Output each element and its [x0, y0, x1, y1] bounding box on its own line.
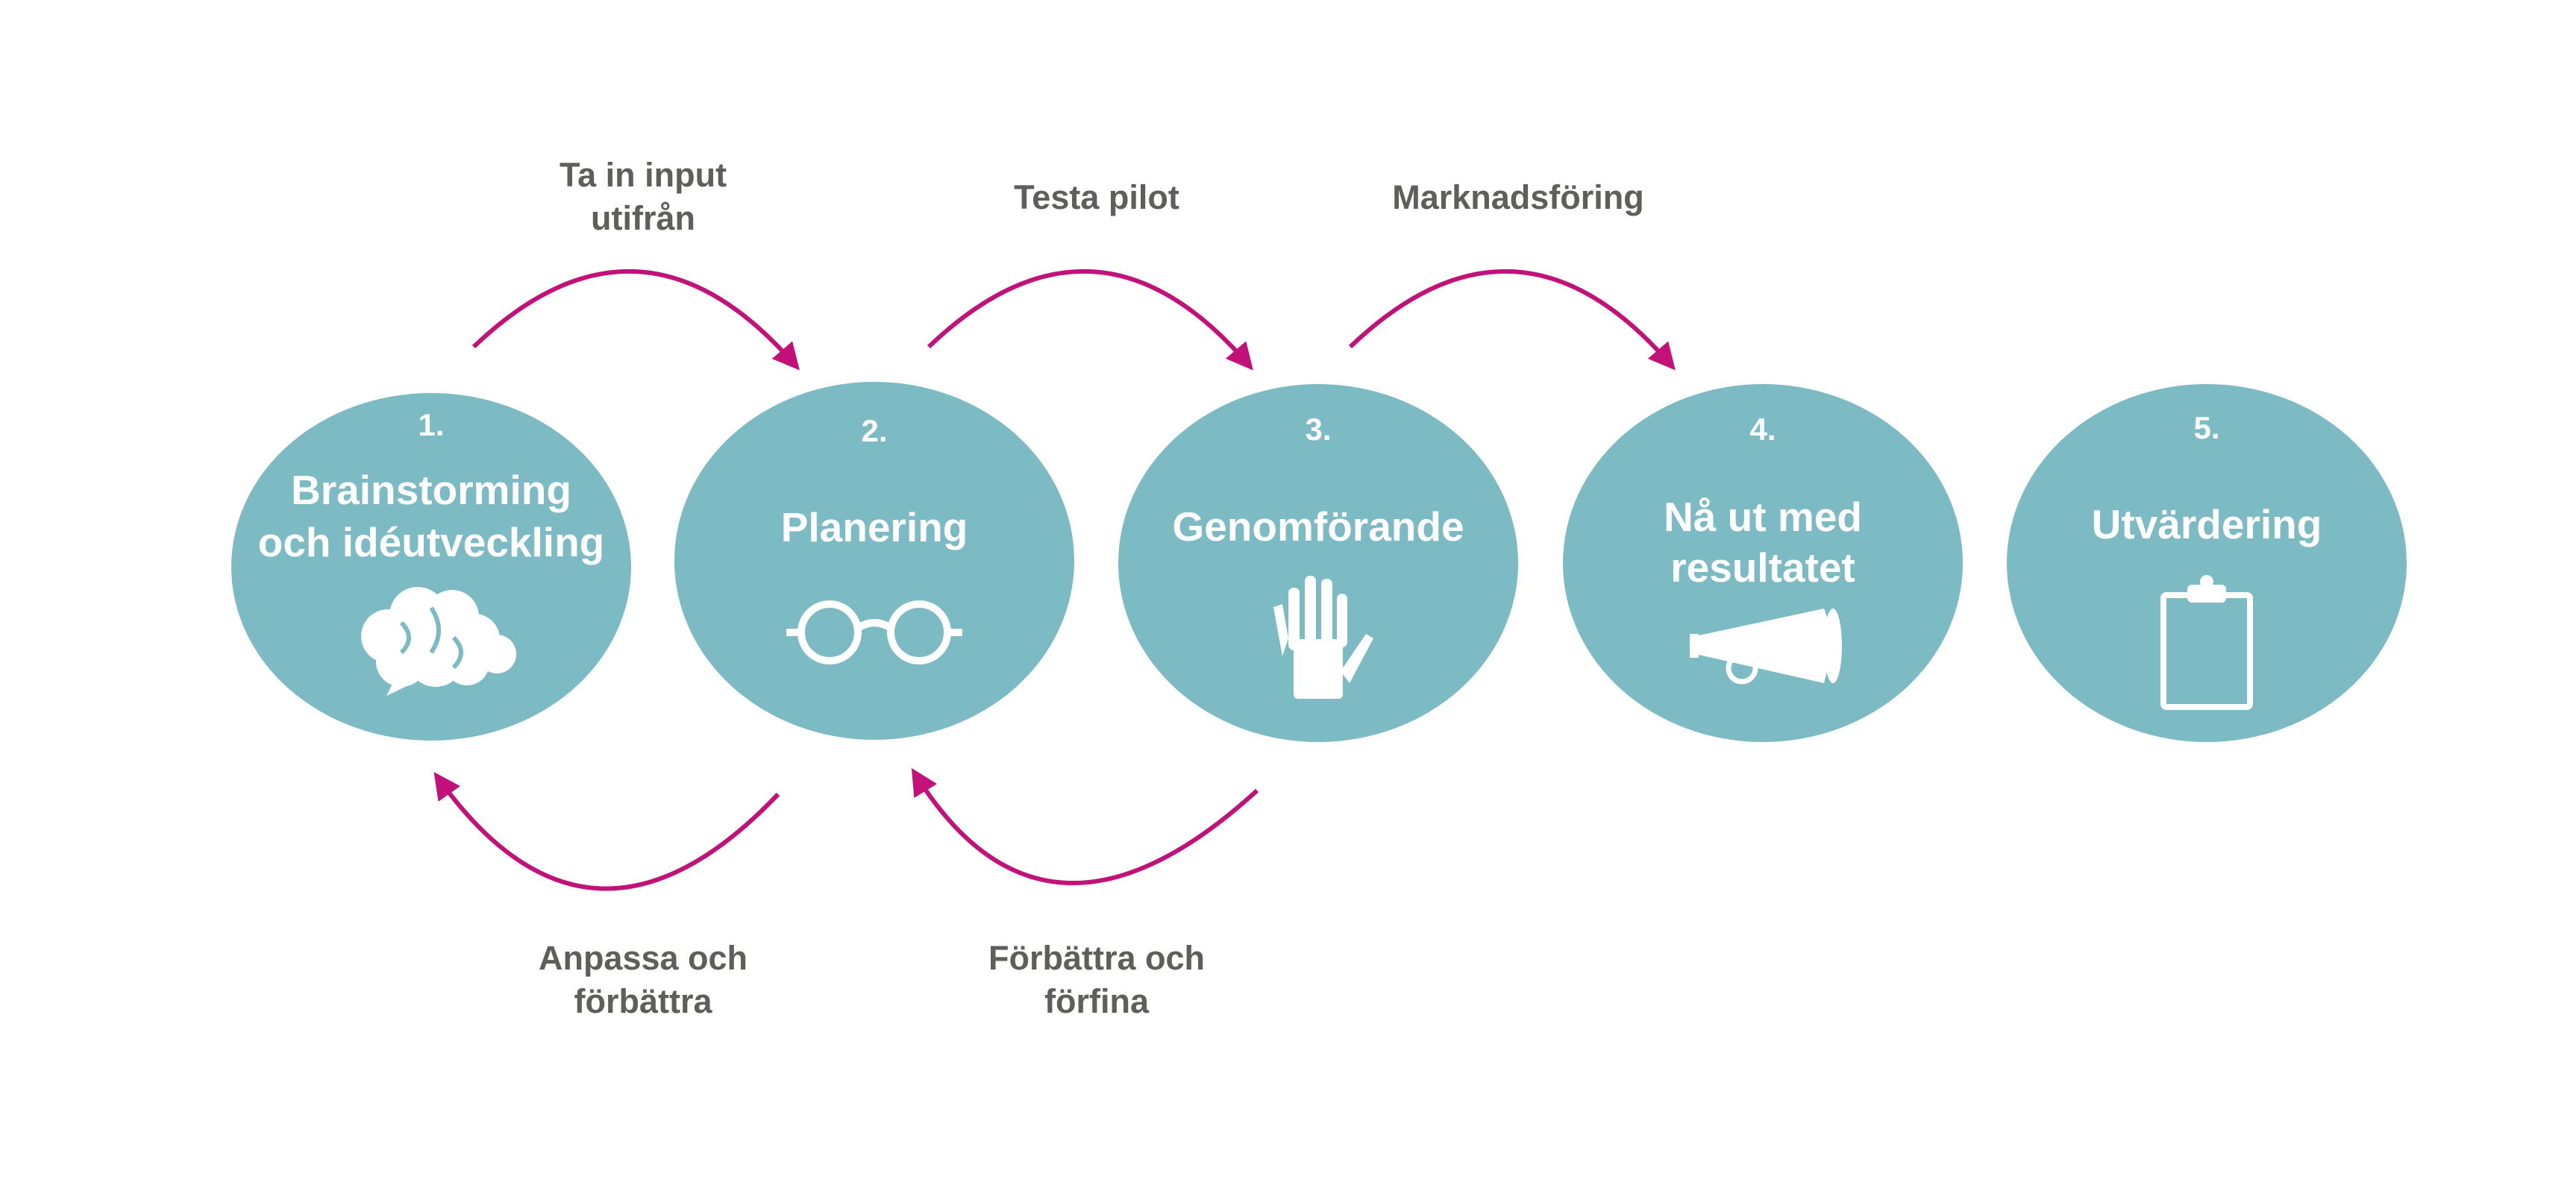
arrow-label-line-1: Förbättra och [988, 939, 1205, 977]
step-title-line-2: och idéutveckling [258, 519, 605, 565]
step-number: 4. [1749, 412, 1776, 447]
step-ellipse [231, 393, 631, 741]
arrow-label-line-2: förbättra [574, 982, 712, 1020]
forward-arrow-1-to-2: Ta in input utifrån [471, 156, 800, 371]
back-arrow-2-to-1: Anpassa och förbättra [433, 772, 780, 1020]
step-node-1: 1. Brainstorming och idéutveckling [231, 393, 631, 741]
step-ellipse [1118, 384, 1518, 742]
step-node-3: 3. Genomförande [1118, 384, 1518, 742]
hand-icon [1273, 576, 1373, 699]
glasses-icon [786, 600, 962, 664]
step-ellipse [674, 382, 1074, 740]
step-node-4: 4. Nå ut med resultatet [1563, 384, 1963, 742]
step-title-line-2: resultatet [1670, 544, 1855, 591]
arrow-label-line-1: Marknadsföring [1392, 178, 1644, 216]
step-number: 3. [1305, 412, 1331, 447]
step-title-line-1: Nå ut med [1664, 494, 1862, 540]
arrow-label-line-1: Ta in input [560, 156, 727, 194]
step-title-line-1: Genomförande [1172, 503, 1464, 550]
forward-arrow-2-to-3: Testa pilot [927, 178, 1253, 371]
arrow-curve [927, 268, 1253, 371]
brain-icon [361, 587, 516, 696]
arrow-label-line-1: Testa pilot [1014, 178, 1179, 216]
arrow-label-line-1: Anpassa och [539, 939, 748, 977]
forward-arrow-3-to-4: Marknadsföring [1348, 178, 1676, 371]
megaphone-icon [1690, 609, 1842, 685]
step-ellipse [2007, 384, 2407, 742]
step-number: 2. [861, 413, 887, 448]
step-ellipse [1563, 384, 1963, 742]
step-number: 1. [418, 407, 444, 442]
step-node-2: 2. Planering [674, 382, 1074, 740]
step-title-line-1: Planering [781, 504, 968, 550]
step-number: 5. [2193, 410, 2219, 445]
arrow-curve [911, 767, 1259, 885]
step-title-line-1: Utvärdering [2092, 501, 2322, 547]
arrow-label-line-2: förfina [1044, 982, 1150, 1020]
step-title-line-1: Brainstorming [291, 467, 571, 513]
arrow-curve [433, 772, 780, 891]
arrow-curve [1348, 268, 1676, 371]
step-node-5: 5. Utvärdering [2007, 384, 2407, 742]
arrow-label-line-2: utifrån [591, 199, 695, 237]
back-arrow-3-to-2: Förbättra och förfina [911, 767, 1259, 1020]
clipboard-icon [2160, 575, 2253, 710]
arrow-curve [471, 268, 800, 371]
